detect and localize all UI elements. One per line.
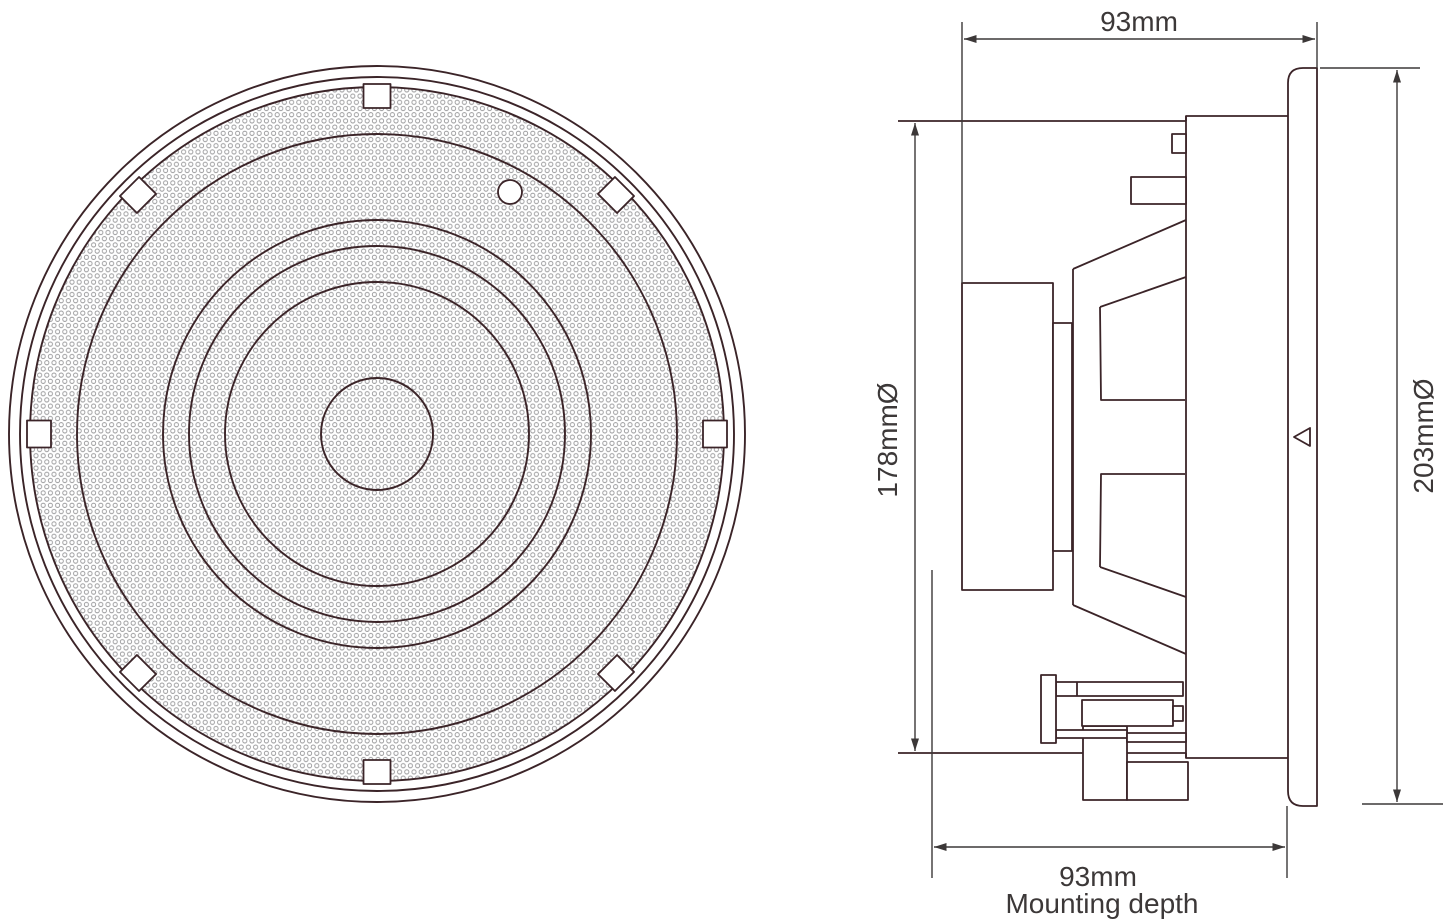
dim-label-mounting-depth-value: 93mm	[1059, 861, 1137, 892]
spider-upper	[1099, 306, 1185, 401]
dust-cap	[320, 377, 434, 491]
cone-upper-edge	[1072, 219, 1187, 270]
magnet	[961, 282, 1054, 591]
dim-top-width: 93mm	[961, 6, 1318, 283]
side-view	[898, 67, 1318, 807]
grille-tab	[26, 419, 52, 449]
grille-tab	[362, 759, 392, 785]
woofer-surround-ring	[76, 133, 678, 735]
cone-ring-outer	[162, 219, 592, 649]
clamp-foot-right	[1126, 761, 1189, 801]
dim-label-top-width: 93mm	[1100, 6, 1178, 37]
cone-lower-edge	[1072, 604, 1187, 655]
clamp-arm-bottom-tab	[1172, 705, 1184, 722]
clamp-arm-top	[1130, 176, 1187, 205]
front-view	[8, 65, 746, 803]
clamp-rail-lower-a	[1055, 729, 1128, 739]
grille-tab	[702, 419, 728, 449]
grille-tab	[362, 83, 392, 109]
clamp-rail-upper	[1055, 681, 1184, 697]
dim-cutout-diameter: 178mmØ	[872, 123, 919, 751]
cone-ring-inner	[224, 281, 530, 587]
cone-ring-middle	[188, 245, 566, 623]
woofer-rings	[76, 133, 678, 735]
dim-label-mounting-depth: Mounting depth	[1005, 888, 1198, 919]
clamp-arm-bottom	[1081, 699, 1174, 727]
grille-bezel-inner-ring	[19, 76, 735, 792]
spider-lower	[1099, 473, 1185, 568]
dim-label-overall-diameter: 203mmØ	[1408, 378, 1439, 493]
pole-piece	[1052, 322, 1073, 552]
body-top-edge	[898, 115, 1288, 122]
clamp-rail-lower-b	[1126, 732, 1187, 743]
clip-top	[1171, 133, 1187, 154]
grille-perforation	[30, 87, 724, 781]
cone-upper-inner-edge	[1099, 276, 1187, 308]
clamp-screw-head	[1040, 674, 1057, 744]
grille-outer-rim	[8, 65, 746, 803]
dim-label-cutout-diameter: 178mmØ	[872, 382, 903, 497]
triangle-marker-icon	[1293, 427, 1311, 447]
dim-overall-diameter: 203mmØ	[1320, 67, 1443, 805]
dim-mounting-depth: 93mm Mounting depth	[931, 570, 1288, 919]
cone-lower-inner-edge	[1099, 566, 1187, 598]
screw-hole	[497, 179, 523, 205]
